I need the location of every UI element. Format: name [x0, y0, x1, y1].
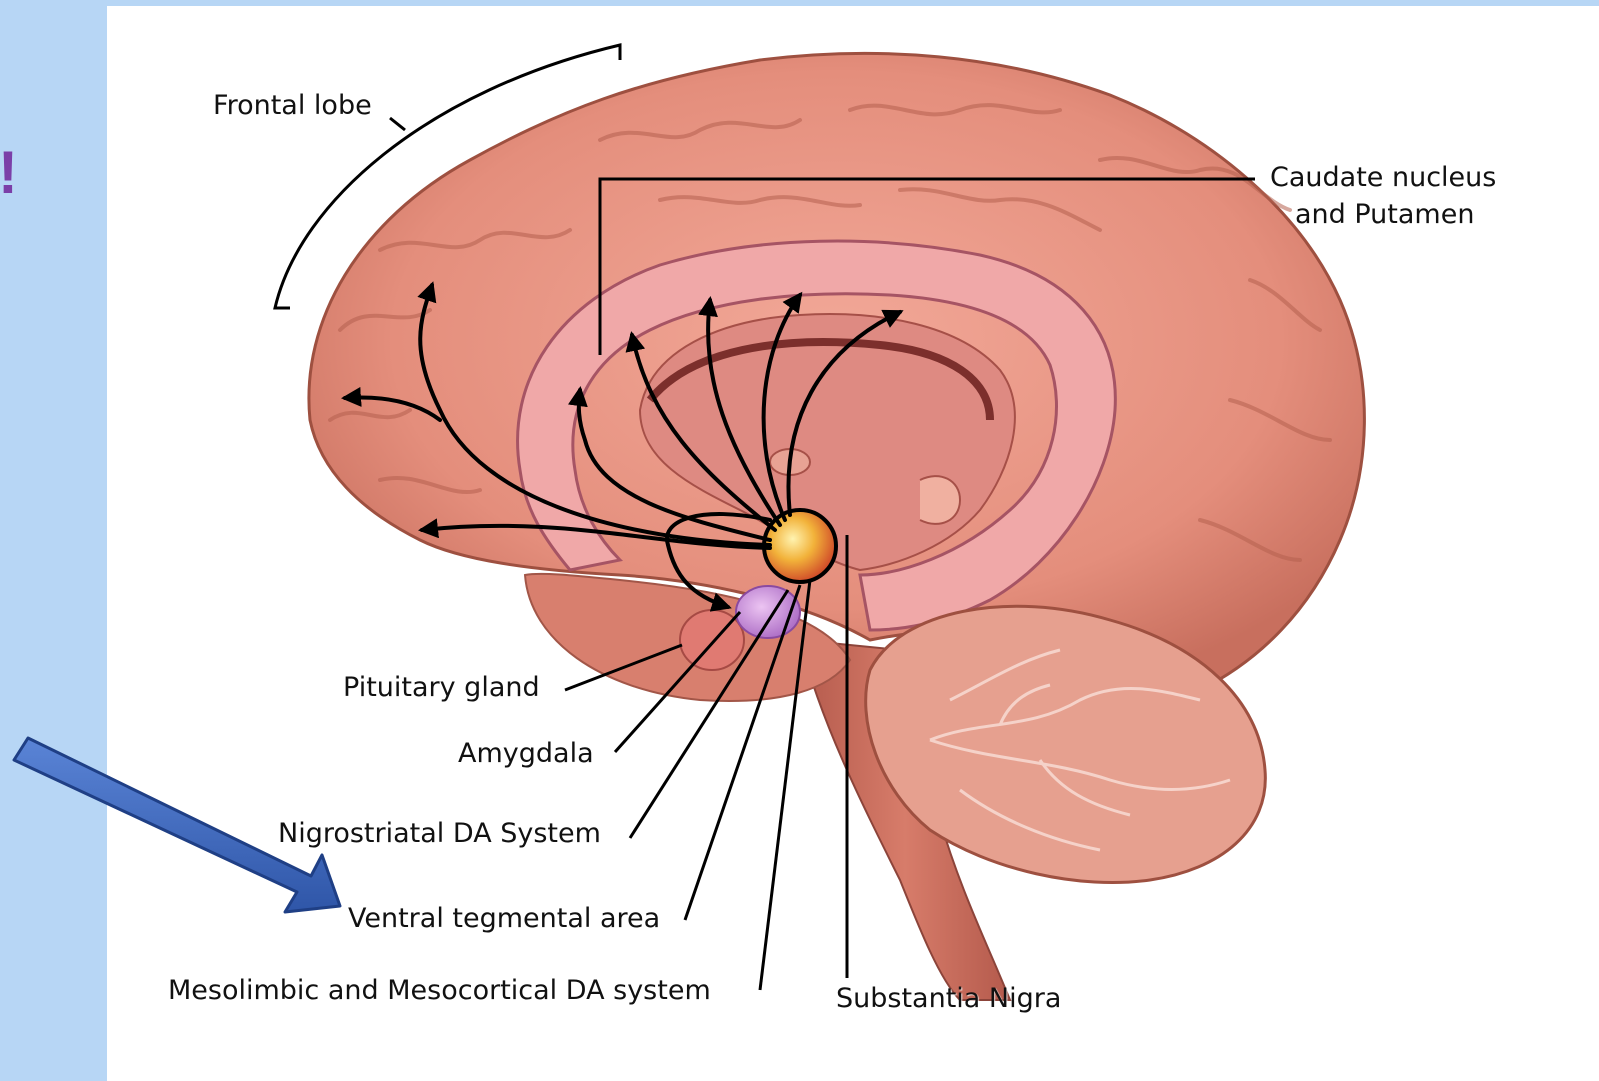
label-amygdala: Amygdala	[458, 736, 594, 772]
vta-marker	[764, 510, 836, 582]
label-ventral-tegmental-area: Ventral tegmental area	[348, 901, 660, 937]
label-frontal-lobe: Frontal lobe	[213, 88, 372, 124]
label-substantia-nigra: Substantia Nigra	[836, 981, 1061, 1017]
frontal-lobe-leader	[390, 118, 405, 130]
pineal-area	[920, 476, 960, 524]
label-nigrostriatal: Nigrostriatal DA System	[278, 816, 601, 852]
label-caudate-line1: Caudate nucleus	[1270, 160, 1496, 196]
label-pituitary-gland: Pituitary gland	[343, 670, 540, 706]
label-mesolimbic: Mesolimbic and Mesocortical DA system	[168, 973, 711, 1009]
label-caudate-line2: and Putamen	[1295, 197, 1474, 233]
